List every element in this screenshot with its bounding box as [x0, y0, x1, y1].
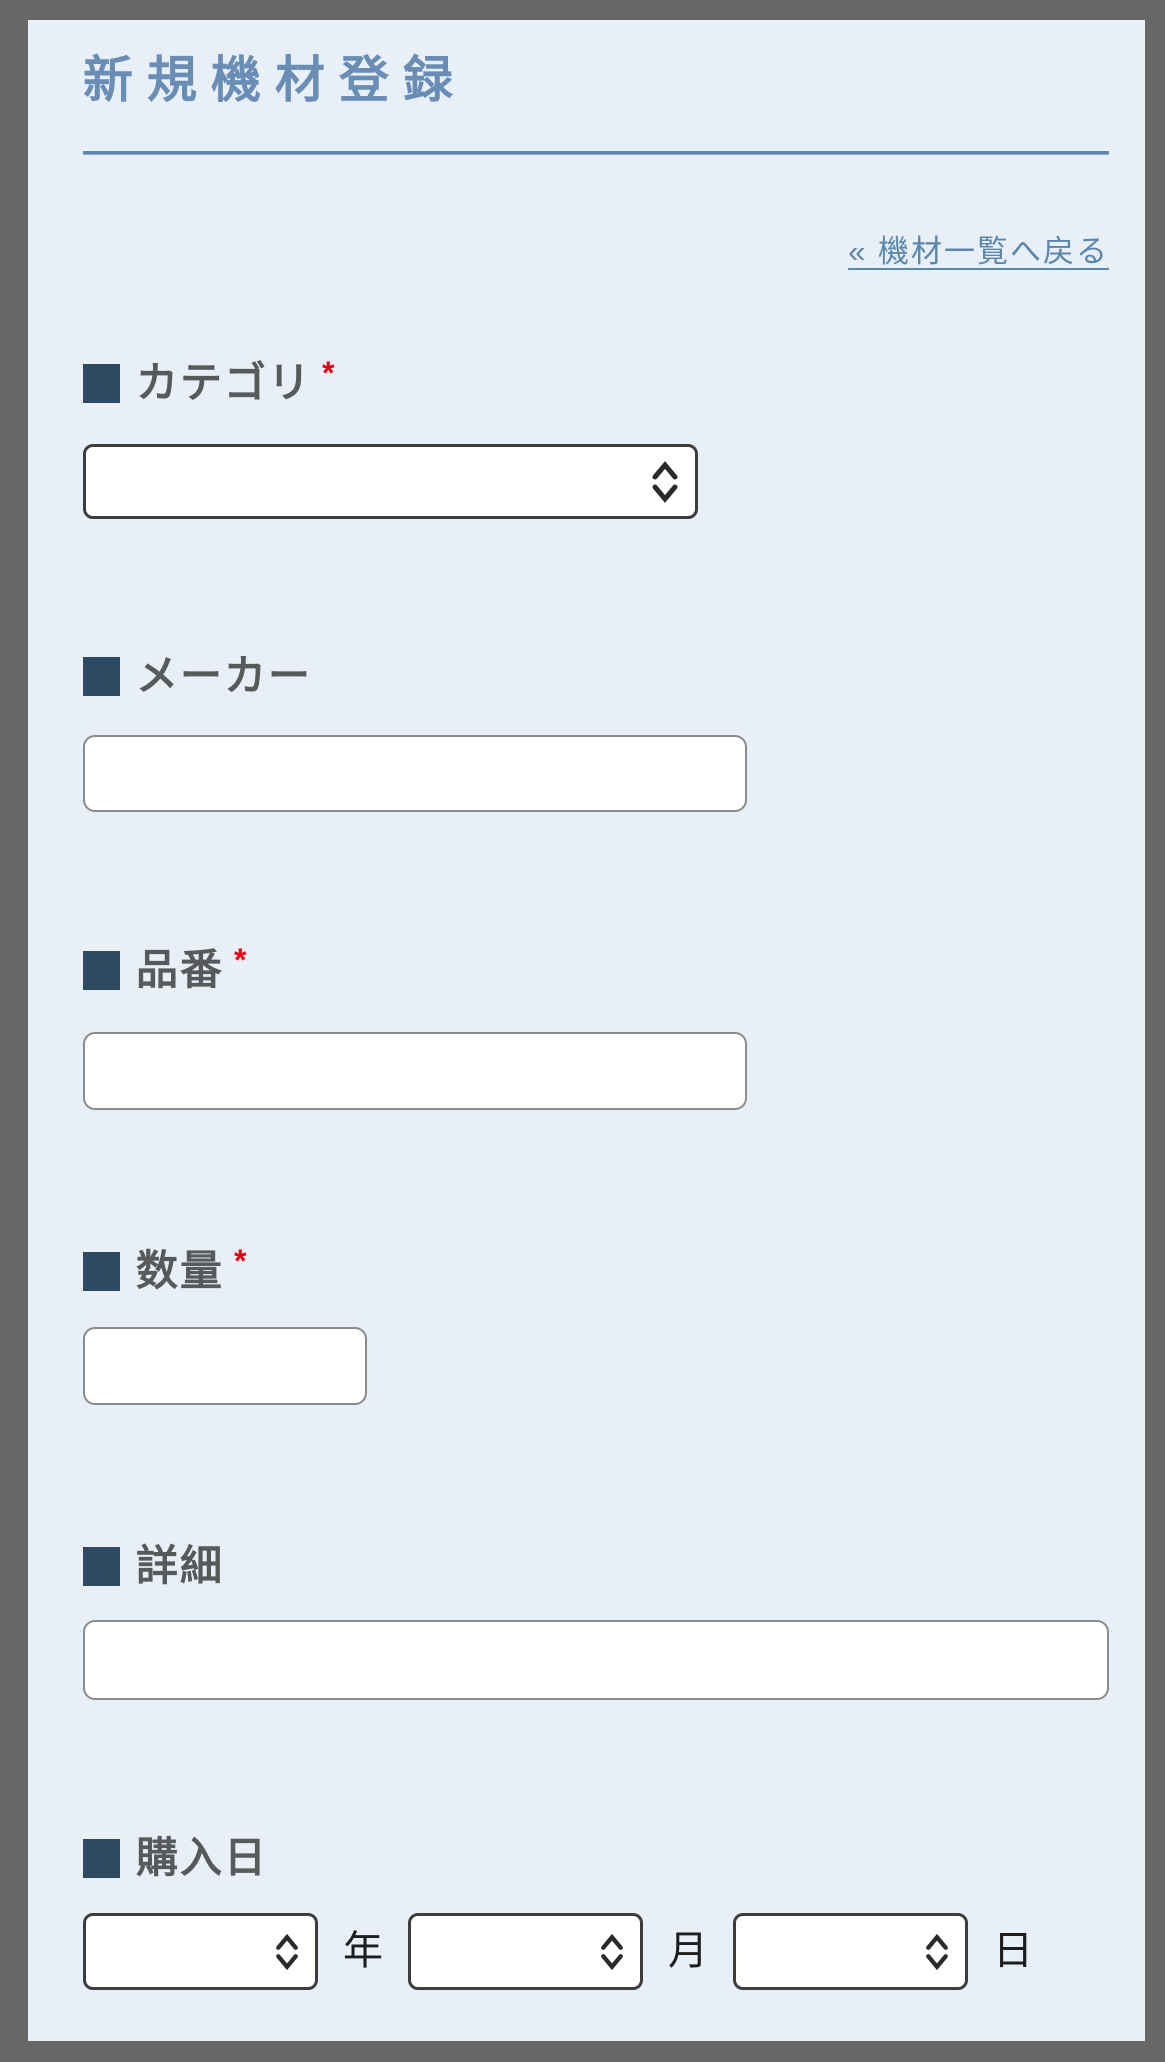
field-label-row-category: カテゴリ * — [83, 355, 1109, 406]
required-asterisk: * — [234, 941, 247, 978]
page-panel: 新規機材登録 « 機材一覧へ戻る カテゴリ * メーカー 品番 — [28, 20, 1145, 2041]
category-select[interactable] — [83, 444, 698, 519]
field-label-category: カテゴリ — [136, 359, 313, 406]
part-number-input[interactable] — [83, 1032, 747, 1110]
field-label-row-quantity: 数量 * — [83, 1243, 1109, 1294]
month-select[interactable] — [408, 1913, 643, 1990]
label-bullet-icon — [83, 656, 120, 696]
month-select-wrap — [408, 1913, 643, 1990]
label-bullet-icon — [83, 1546, 120, 1586]
field-label-row-purchase-date: 購入日 — [83, 1835, 1109, 1881]
unit-label-day: 日 — [993, 1929, 1033, 1973]
field-label-row-detail: 詳細 — [83, 1543, 1109, 1589]
unit-label-month: 月 — [668, 1929, 708, 1973]
title-underline-rule — [83, 151, 1109, 155]
year-select[interactable] — [83, 1913, 318, 1990]
field-label-detail: 詳細 — [136, 1542, 225, 1589]
maker-input[interactable] — [83, 735, 747, 812]
label-bullet-icon — [83, 950, 120, 990]
back-to-list-link[interactable]: « 機材一覧へ戻る — [848, 234, 1109, 269]
quantity-input[interactable] — [83, 1327, 367, 1405]
page-title: 新規機材登録 — [83, 52, 467, 108]
category-select-wrap — [83, 444, 698, 519]
day-select-wrap — [733, 1913, 968, 1990]
label-bullet-icon — [83, 363, 120, 403]
field-label-part-number: 品番 — [136, 946, 225, 993]
field-label-quantity: 数量 — [136, 1247, 225, 1294]
day-select[interactable] — [733, 1913, 968, 1990]
label-bullet-icon — [83, 1251, 120, 1291]
label-bullet-icon — [83, 1838, 120, 1878]
field-label-row-part-number: 品番 * — [83, 942, 1109, 993]
detail-input[interactable] — [83, 1620, 1109, 1700]
unit-label-year: 年 — [343, 1929, 383, 1973]
required-asterisk: * — [234, 1242, 247, 1279]
purchase-date-row: 年 月 日 — [83, 1913, 1109, 1990]
required-asterisk: * — [322, 354, 335, 391]
field-label-purchase-date: 購入日 — [136, 1834, 269, 1881]
year-select-wrap — [83, 1913, 318, 1990]
field-label-row-maker: メーカー — [83, 653, 1109, 699]
field-label-maker: メーカー — [136, 652, 313, 699]
